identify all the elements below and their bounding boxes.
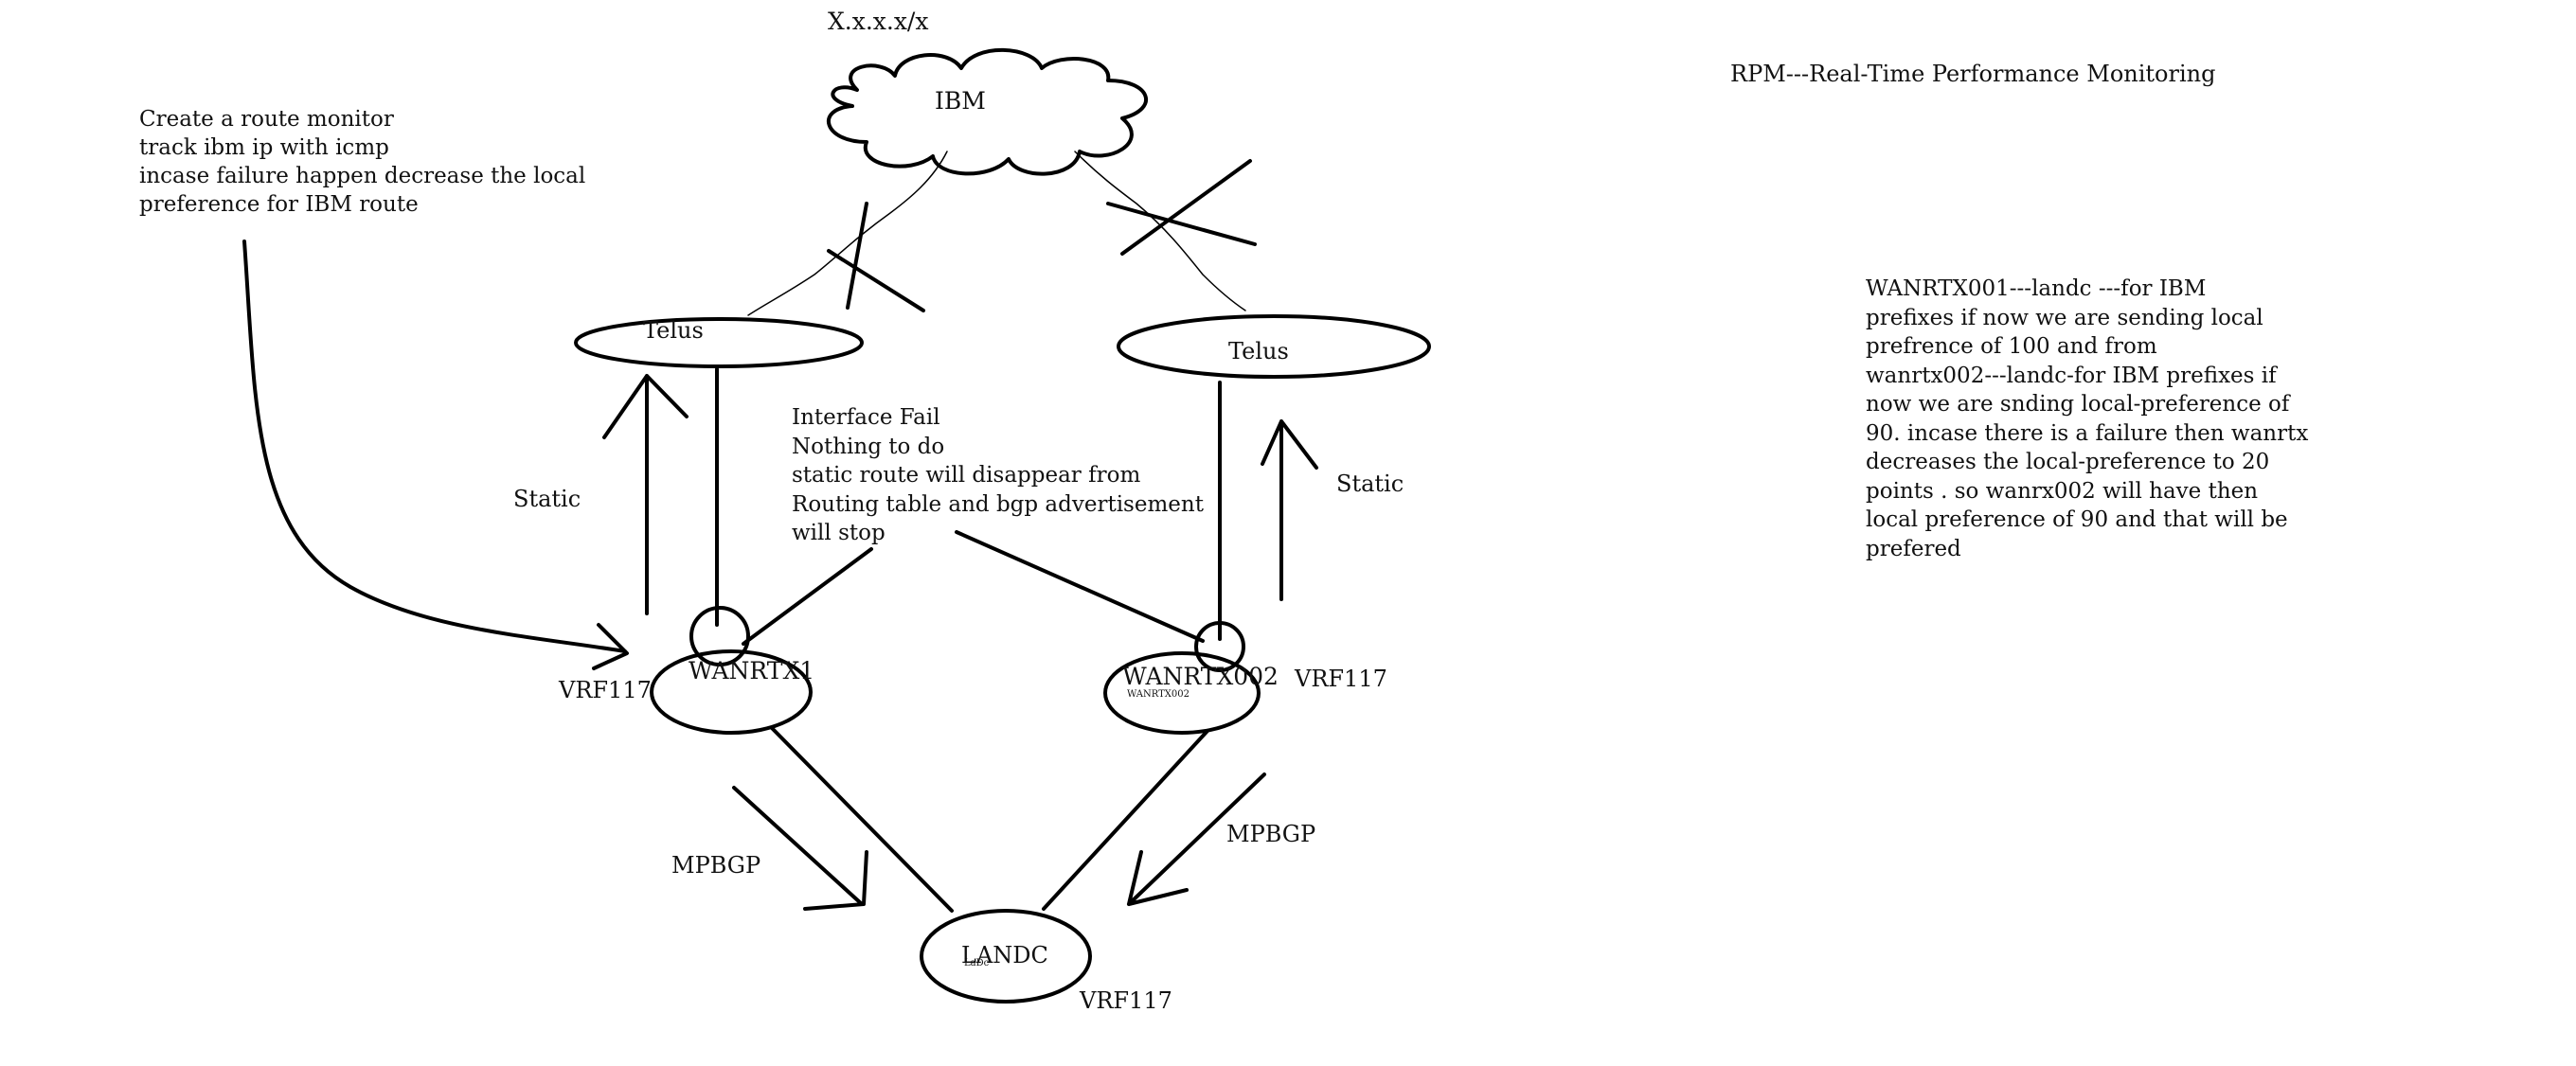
telus-right-label: Telus bbox=[1228, 338, 1289, 364]
interface-note-line: static route will disappear from bbox=[792, 463, 1141, 488]
route-monitor-arrow bbox=[242, 240, 629, 670]
telus-right-node bbox=[1117, 314, 1431, 379]
explanation-line: prefrence of 100 and from bbox=[1866, 334, 2157, 359]
static-arrow-right bbox=[1261, 419, 1318, 601]
explanation-line: 90. incase there is a failure then wanrt… bbox=[1866, 420, 2309, 446]
explanation-line: points . so wanrx002 will have then bbox=[1866, 478, 2259, 504]
telus-left-node bbox=[574, 317, 864, 368]
vrf-bottom-label: VRF117 bbox=[1080, 987, 1172, 1014]
wanrtx2-label: WANRTX002 bbox=[1122, 663, 1279, 690]
interface-note-line: Nothing to do bbox=[792, 434, 945, 459]
interface-note-line: will stop bbox=[792, 521, 886, 545]
pointer-line-right bbox=[955, 530, 1205, 643]
route-monitor-note: Create a route monitor track ibm ip with… bbox=[139, 105, 670, 219]
mpbgp-left-label: MPBGP bbox=[671, 852, 761, 879]
ibm-cloud bbox=[826, 47, 1148, 176]
interface-circle-wanrtx1 bbox=[689, 606, 750, 666]
interface-note-line: Interface Fail bbox=[792, 405, 940, 430]
static-left-label: Static bbox=[513, 486, 581, 512]
landc-node bbox=[920, 909, 1092, 1004]
link-ibm-telus-right bbox=[1074, 151, 1246, 311]
explanation-line: prefered bbox=[1866, 536, 1961, 561]
link-wanrtx1-landc bbox=[770, 726, 954, 913]
route-monitor-line: preference for IBM route bbox=[139, 192, 419, 217]
failure-x-left bbox=[827, 202, 925, 312]
explanation-note: WANRTX001---landc ---for IBM prefixes if… bbox=[1866, 275, 2358, 563]
link-ibm-telus-left bbox=[747, 151, 948, 316]
link-wanrtx2-landc bbox=[1042, 729, 1209, 911]
wanrtx2-node bbox=[1103, 651, 1261, 735]
mpbgp-arrow-right bbox=[1127, 773, 1266, 906]
wanrtx2-small-label: WANRTX002 bbox=[1127, 689, 1190, 700]
explanation-line: now we are snding local-preference of bbox=[1866, 392, 2290, 417]
rpm-title: RPM---Real-Time Performance Monitoring bbox=[1730, 61, 2216, 87]
ibm-cloud-label: IBM bbox=[935, 87, 986, 115]
mpbgp-right-label: MPBGP bbox=[1226, 821, 1316, 847]
vrf-right-label: VRF117 bbox=[1295, 666, 1387, 692]
top-subnet-label: X.x.x.x/x bbox=[828, 8, 929, 35]
interface-fail-note: Interface Fail Nothing to do static rout… bbox=[792, 403, 1208, 548]
interface-circle-wanrtx2 bbox=[1194, 621, 1245, 672]
explanation-line: wanrtx002---landc-for IBM prefixes if bbox=[1866, 363, 2277, 388]
failure-x-right bbox=[1106, 159, 1257, 256]
telus-left-label: Telus bbox=[643, 317, 704, 344]
wanrtx1-label: WANRTX1 bbox=[689, 657, 815, 684]
explanation-line: decreases the local-preference to 20 bbox=[1866, 450, 2270, 474]
pointer-line-left bbox=[742, 547, 873, 646]
mpbgp-arrow-left bbox=[732, 786, 868, 911]
static-arrow-left bbox=[602, 374, 689, 615]
explanation-line: WANRTX001---landc ---for IBM bbox=[1866, 276, 2207, 301]
explanation-line: prefixes if now we are sending local bbox=[1866, 305, 2263, 330]
landc-label: LANDC bbox=[961, 942, 1048, 968]
route-monitor-line: track ibm ip with icmp bbox=[139, 135, 389, 160]
route-monitor-line: incase failure happen decrease the local bbox=[139, 164, 586, 188]
vrf-left-label: VRF117 bbox=[559, 677, 652, 703]
wanrtx1-node bbox=[650, 649, 813, 735]
landc-small-label: LaDc bbox=[964, 958, 990, 968]
interface-note-line: Routing table and bgp advertisement bbox=[792, 491, 1204, 517]
route-monitor-line: Create a route monitor bbox=[139, 107, 394, 132]
static-right-label: Static bbox=[1336, 471, 1404, 497]
explanation-line: local preference of 90 and that will be bbox=[1866, 507, 2288, 532]
